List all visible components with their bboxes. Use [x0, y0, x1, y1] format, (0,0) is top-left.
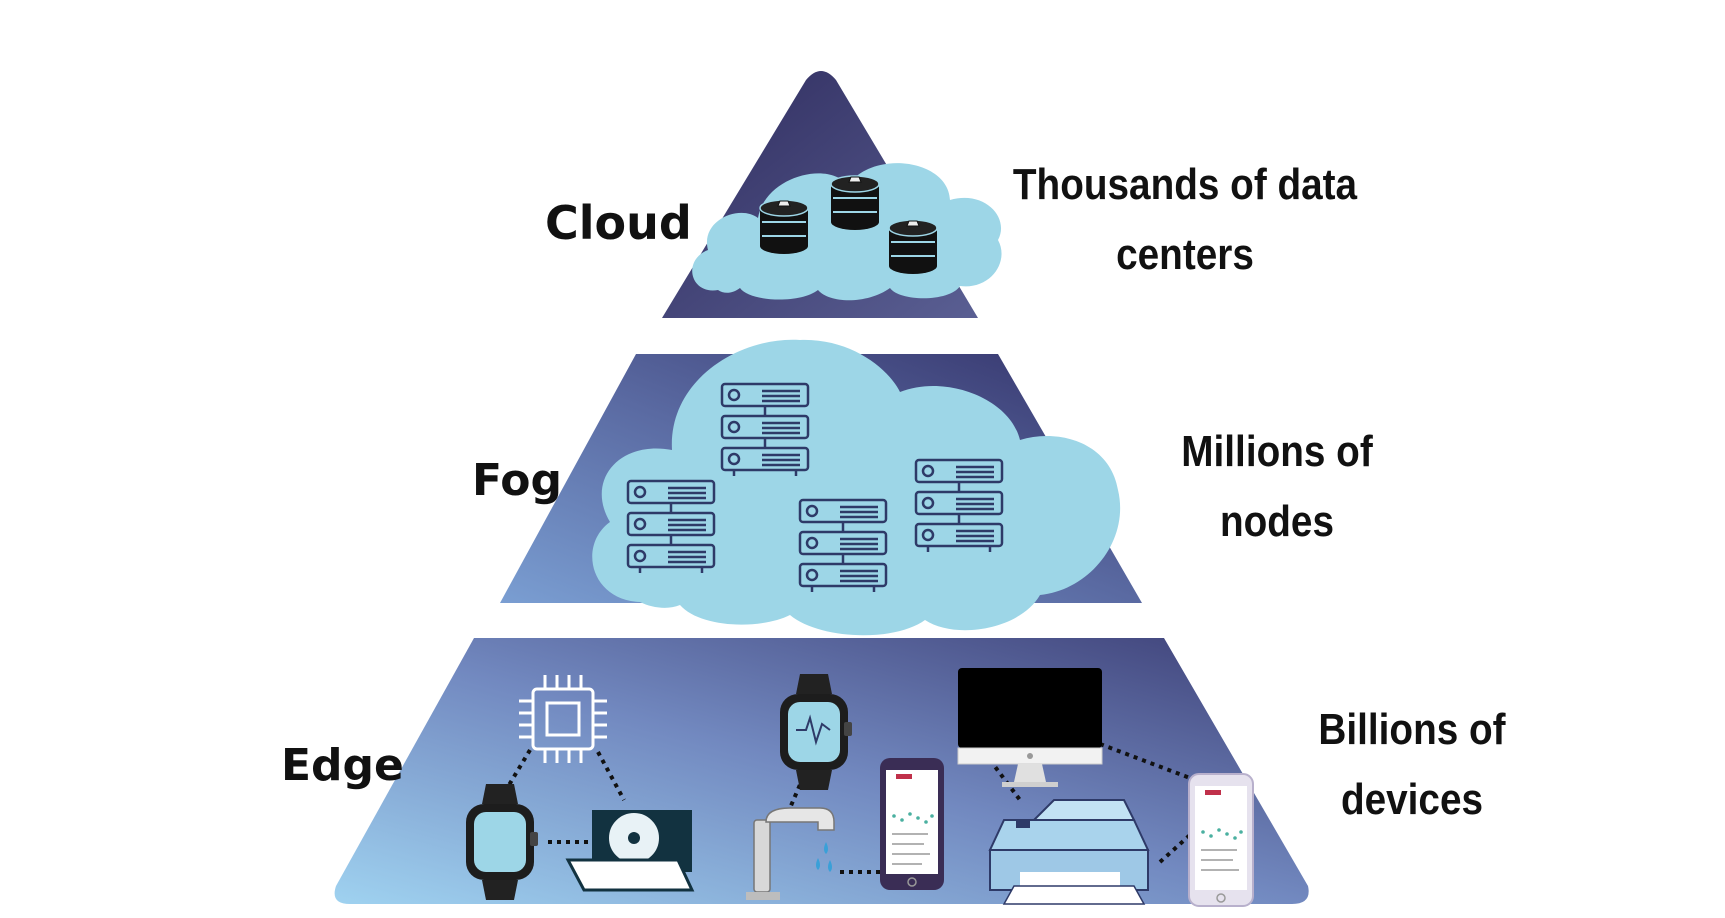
chip-icon: [519, 675, 607, 763]
server-rack-icon: [798, 498, 888, 594]
monitor-icon: [957, 668, 1103, 787]
database-icon: [830, 175, 880, 231]
database-icon: [759, 199, 809, 255]
description-line: Millions of: [1181, 427, 1373, 476]
layer-description-fog: Millions of nodes: [1145, 417, 1409, 557]
faucet-icon: [746, 807, 835, 900]
server-rack-icon: [720, 382, 810, 478]
description-line: devices: [1340, 775, 1484, 824]
layer-label-fog: Fog: [472, 455, 562, 506]
layer-label-edge: Edge: [281, 740, 404, 791]
fog-cloud-shape: [592, 339, 1121, 636]
database-icon: [888, 219, 938, 275]
description-line: nodes: [1219, 497, 1335, 546]
smartwatch-icon: [780, 674, 852, 790]
smartphone-icon: [879, 757, 945, 891]
server-rack-icon: [626, 479, 716, 575]
layer-description-edge: Billions of devices: [1280, 695, 1544, 835]
printer-icon: [988, 799, 1150, 905]
server-rack-icon: [914, 458, 1004, 554]
layer-description-cloud: Thousands of data centers: [983, 150, 1388, 290]
description-line: Thousands of data: [1012, 160, 1358, 209]
description-line: Billions of: [1318, 705, 1506, 754]
smartphone-icon: [1188, 773, 1254, 907]
hard-drive-icon: [565, 810, 695, 892]
layer-label-cloud: Cloud: [545, 196, 692, 250]
description-line: centers: [1116, 230, 1254, 279]
